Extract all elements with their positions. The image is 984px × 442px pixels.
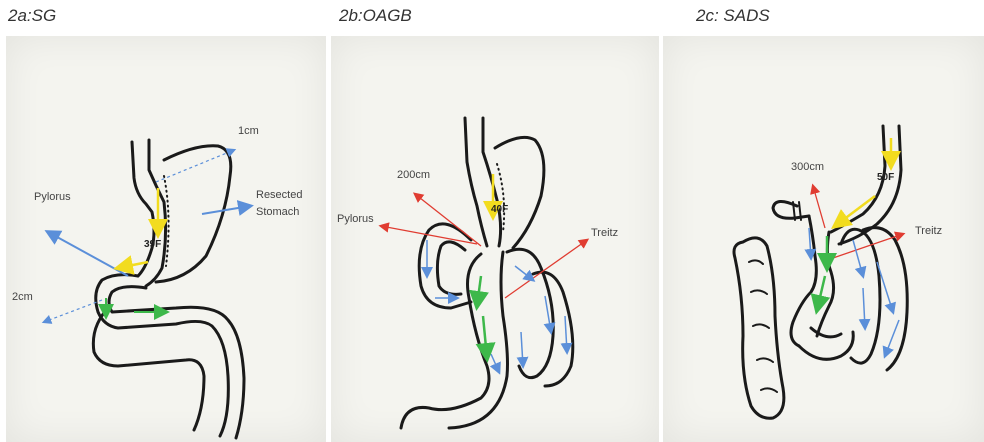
panel-sads: 300cm 50F Treitz <box>663 36 984 442</box>
duodenum-outline <box>96 275 229 436</box>
flow-arrow-blue-4 <box>885 320 899 356</box>
diagram-oagb: 200cm Pylorus Treitz 40F <box>331 36 659 442</box>
panel-sg: 1cm Pylorus Resected Stomach 39F 2cm <box>6 36 326 442</box>
flow-arrow-blue-5 <box>863 288 865 328</box>
remnant-stomach-outline <box>495 137 544 248</box>
three-hundred-cm-arrow <box>813 186 825 228</box>
label-bougie-39f: 39F <box>144 239 161 250</box>
label-resected-line2: Stomach <box>256 206 299 218</box>
panel-oagb: 200cm Pylorus Treitz 40F <box>331 36 659 442</box>
panel-title-sg: 2a:SG <box>8 6 56 26</box>
duodenal-stump-outline <box>773 201 809 218</box>
flow-arrow-green-2 <box>817 276 825 310</box>
flow-arrow-blue-6 <box>565 316 567 352</box>
label-treitz: Treitz <box>591 227 618 239</box>
flow-arrow-green-1 <box>477 276 481 306</box>
label-treitz: Treitz <box>915 225 942 237</box>
label-pylorus: Pylorus <box>337 213 374 225</box>
efferent-limb-outline <box>841 229 880 363</box>
common-channel-outline <box>817 232 834 336</box>
diagram-sg: 1cm Pylorus Resected Stomach 39F 2cm <box>6 36 326 442</box>
label-resected-line1: Resected <box>256 189 302 201</box>
flow-arrow-pylorus <box>835 196 875 226</box>
label-two-hundred-cm: 200cm <box>397 169 430 181</box>
flow-arrow-blue-5 <box>521 332 523 366</box>
two-cm-arrow <box>44 300 102 322</box>
panel-title-sads: 2c: SADS <box>696 6 770 26</box>
label-one-cm: 1cm <box>238 125 259 137</box>
label-bougie-40f: 40F <box>491 204 508 215</box>
flow-arrow-blue-2 <box>853 240 863 276</box>
common-channel-outline <box>401 254 489 428</box>
one-cm-arrow <box>156 150 234 182</box>
flow-arrow-green-2 <box>483 316 487 358</box>
esophagus-outline <box>132 142 154 276</box>
anastomosis-loop-outline <box>791 216 816 346</box>
label-pylorus: Pylorus <box>34 191 71 203</box>
resected-arrow <box>202 206 250 214</box>
label-three-hundred-cm: 300cm <box>791 161 824 173</box>
label-two-cm: 2cm <box>12 291 33 303</box>
diagram-sads: 300cm 50F Treitz <box>663 36 984 442</box>
panel-title-oagb: 2b:OAGB <box>339 6 412 26</box>
flow-arrow-blue-7 <box>491 354 499 372</box>
biliary-limb-inner <box>437 242 465 295</box>
efferent-limb-far-outline <box>863 228 907 370</box>
pylorus-arrow <box>48 232 128 276</box>
label-bougie-50f: 50F <box>877 172 894 183</box>
flow-arrow-blue-3 <box>515 266 533 280</box>
lower-bowel-outline <box>799 328 853 359</box>
sleeve-outer-outline <box>146 140 166 286</box>
